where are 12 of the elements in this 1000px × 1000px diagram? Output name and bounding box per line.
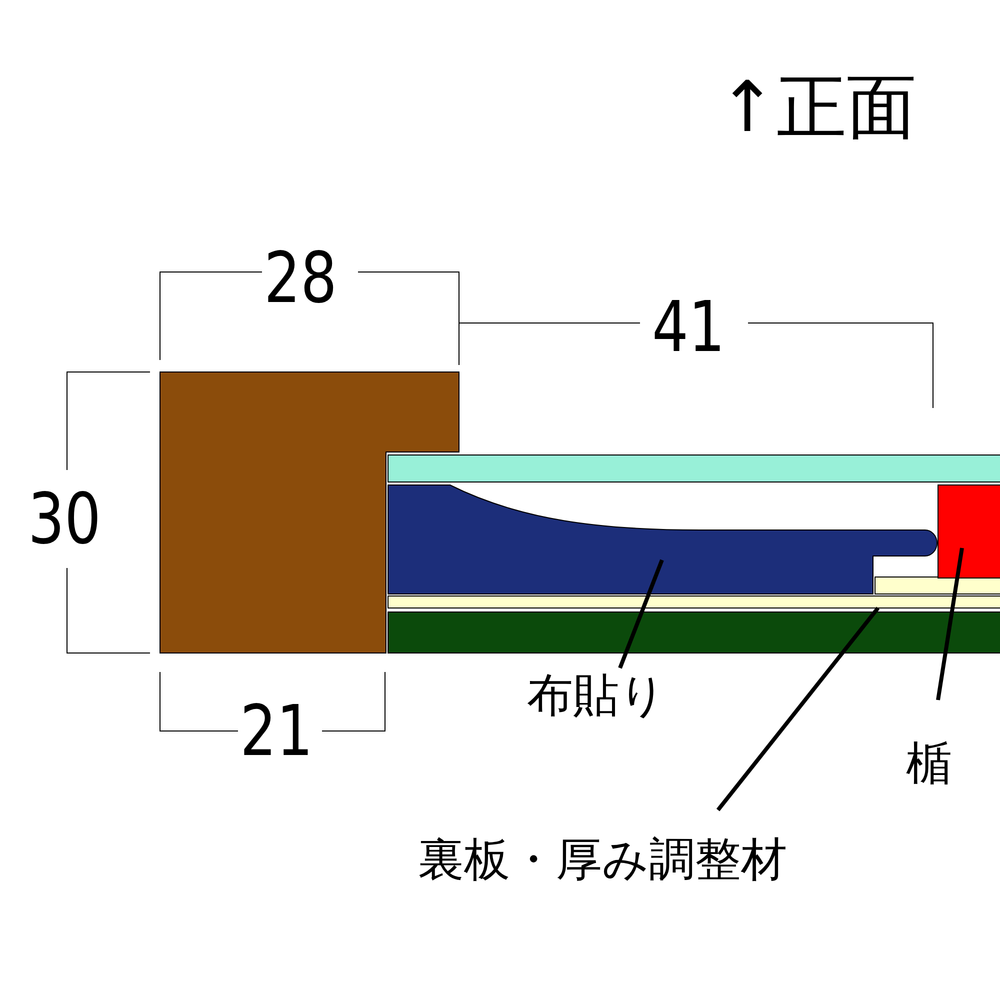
dimension-label: 21 — [240, 696, 314, 766]
leader-line — [936, 548, 964, 700]
callout-label: 裏板・厚み調整材 — [418, 836, 787, 882]
wedge-block — [938, 484, 1000, 578]
dimension-label: 30 — [28, 484, 102, 554]
leader-line — [716, 606, 880, 812]
dimension-label: 28 — [264, 243, 338, 313]
dimension-label: 41 — [652, 292, 726, 362]
callout-label: 布貼り — [527, 672, 666, 718]
callout-label: 楯 — [906, 740, 952, 786]
fabric-covered-mat — [388, 484, 938, 594]
front-direction-label: ↑正面 — [718, 72, 917, 142]
